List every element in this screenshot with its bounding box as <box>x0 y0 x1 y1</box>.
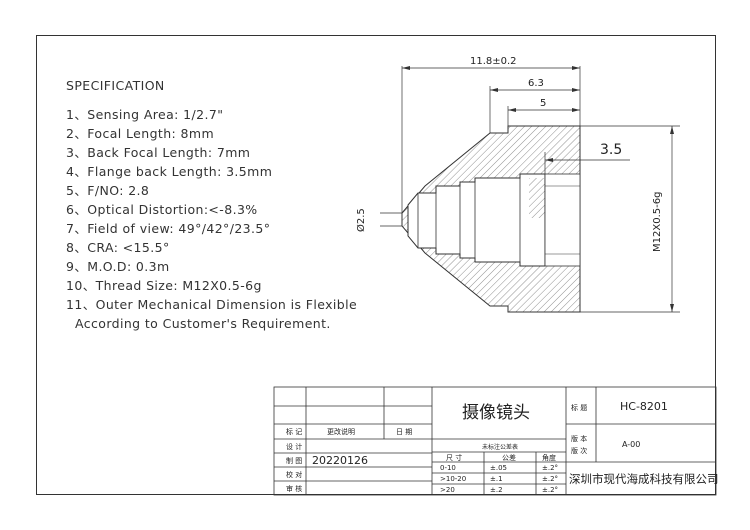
tol-row-tolerance: ±.05 <box>490 464 507 472</box>
label-design: 设 计 <box>286 443 303 451</box>
dimension-arrows <box>402 66 674 312</box>
label-draw: 制 图 <box>286 457 303 465</box>
code-value: HC-8201 <box>620 400 668 413</box>
tol-row-angle: ±.2° <box>542 475 559 483</box>
product-name: 摄像镜头 <box>462 403 530 423</box>
label-code: 标 题 <box>571 404 588 412</box>
label-version-b: 版 次 <box>571 447 588 455</box>
spec-item: 8、CRA: <15.5° <box>66 240 170 255</box>
spec-item: 4、Flange back Length: 3.5mm <box>66 164 273 179</box>
tol-row-angle: ±.2° <box>542 464 559 472</box>
dimension-lines <box>380 66 680 313</box>
spec-item: 11、Outer Mechanical Dimension is Flexibl… <box>66 297 358 312</box>
spec-item-continuation: According to Customer's Requirement. <box>75 316 331 331</box>
dim-5: 5 <box>540 98 547 109</box>
label-version-a: 版 本 <box>571 435 588 443</box>
spec-item: 6、Optical Distortion:<-8.3% <box>66 202 258 217</box>
tol-row-tolerance: ±.2 <box>490 486 503 494</box>
lens-body <box>401 125 581 313</box>
tolerance-header: 未标注公差表 <box>482 444 519 451</box>
label-review: 审 核 <box>286 485 303 493</box>
tol-row-tolerance: ±.1 <box>490 475 503 483</box>
spec-item: 5、F/NO: 2.8 <box>66 183 150 198</box>
label-change: 更改说明 <box>327 428 355 436</box>
label-check: 校 对 <box>286 471 303 479</box>
dim-6-3: 6.3 <box>528 78 544 89</box>
label-mark: 标 记 <box>286 428 303 436</box>
tol-row-angle: ±.2° <box>542 486 559 494</box>
spec-item: 10、Thread Size: M12X0.5-6g <box>66 278 262 293</box>
label-date: 日 期 <box>396 428 413 436</box>
spec-item: 3、Back Focal Length: 7mm <box>66 145 251 160</box>
spec-item: 1、Sensing Area: 1/2.7" <box>66 107 224 122</box>
version-value: A-00 <box>622 440 641 449</box>
draw-date: 20220126 <box>312 454 368 467</box>
specification-block: SPECIFICATION 1、Sensing Area: 1/2.7" 2、F… <box>66 78 357 333</box>
spec-item: 2、Focal Length: 8mm <box>66 126 215 141</box>
spec-item: 9、M.O.D: 0.3m <box>66 259 170 274</box>
company-name: 深圳市现代海成科技有限公司 <box>569 472 719 486</box>
tol-col-size: 尺 寸 <box>446 454 463 462</box>
dim-total-length: 11.8±0.2 <box>470 56 517 67</box>
drawing-frame <box>36 35 716 495</box>
tol-col-tolerance: 公差 <box>502 454 516 462</box>
dim-3-5: 3.5 <box>600 142 623 158</box>
spec-item: 7、Field of view: 49°/42°/23.5° <box>66 221 271 236</box>
tol-col-angle: 角度 <box>542 454 556 462</box>
tol-row-size: >10-20 <box>440 475 467 483</box>
spec-title: SPECIFICATION <box>66 78 165 93</box>
tol-row-size: 0-10 <box>440 464 456 472</box>
tol-row-size: >20 <box>440 486 455 494</box>
